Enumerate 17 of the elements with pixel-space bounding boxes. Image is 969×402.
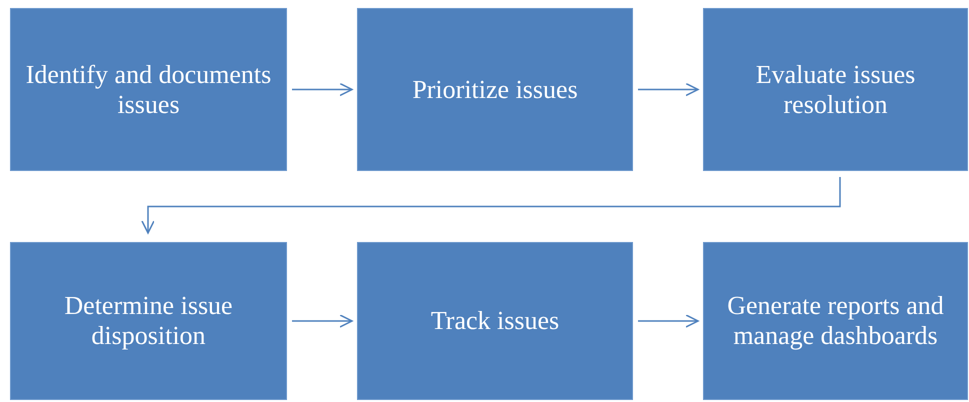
arrow (141, 177, 841, 234)
step-label: Track issues (430, 306, 560, 336)
step-label: Evaluate issues resolution (754, 60, 916, 120)
arrow (638, 314, 699, 328)
step-label: Determine issue disposition (63, 291, 234, 351)
process-box (357, 8, 633, 171)
arrow (292, 82, 353, 96)
step-label: Identify and documents issues (24, 60, 272, 120)
process-box (10, 242, 287, 400)
arrow (292, 314, 353, 328)
process-box (703, 242, 968, 400)
step-label: Prioritize issues (412, 74, 578, 104)
process-box (703, 8, 968, 171)
arrow (638, 82, 699, 96)
step-label: Generate reports and manage dashboards (726, 291, 945, 351)
process-box (10, 8, 287, 171)
process-box (357, 242, 633, 400)
